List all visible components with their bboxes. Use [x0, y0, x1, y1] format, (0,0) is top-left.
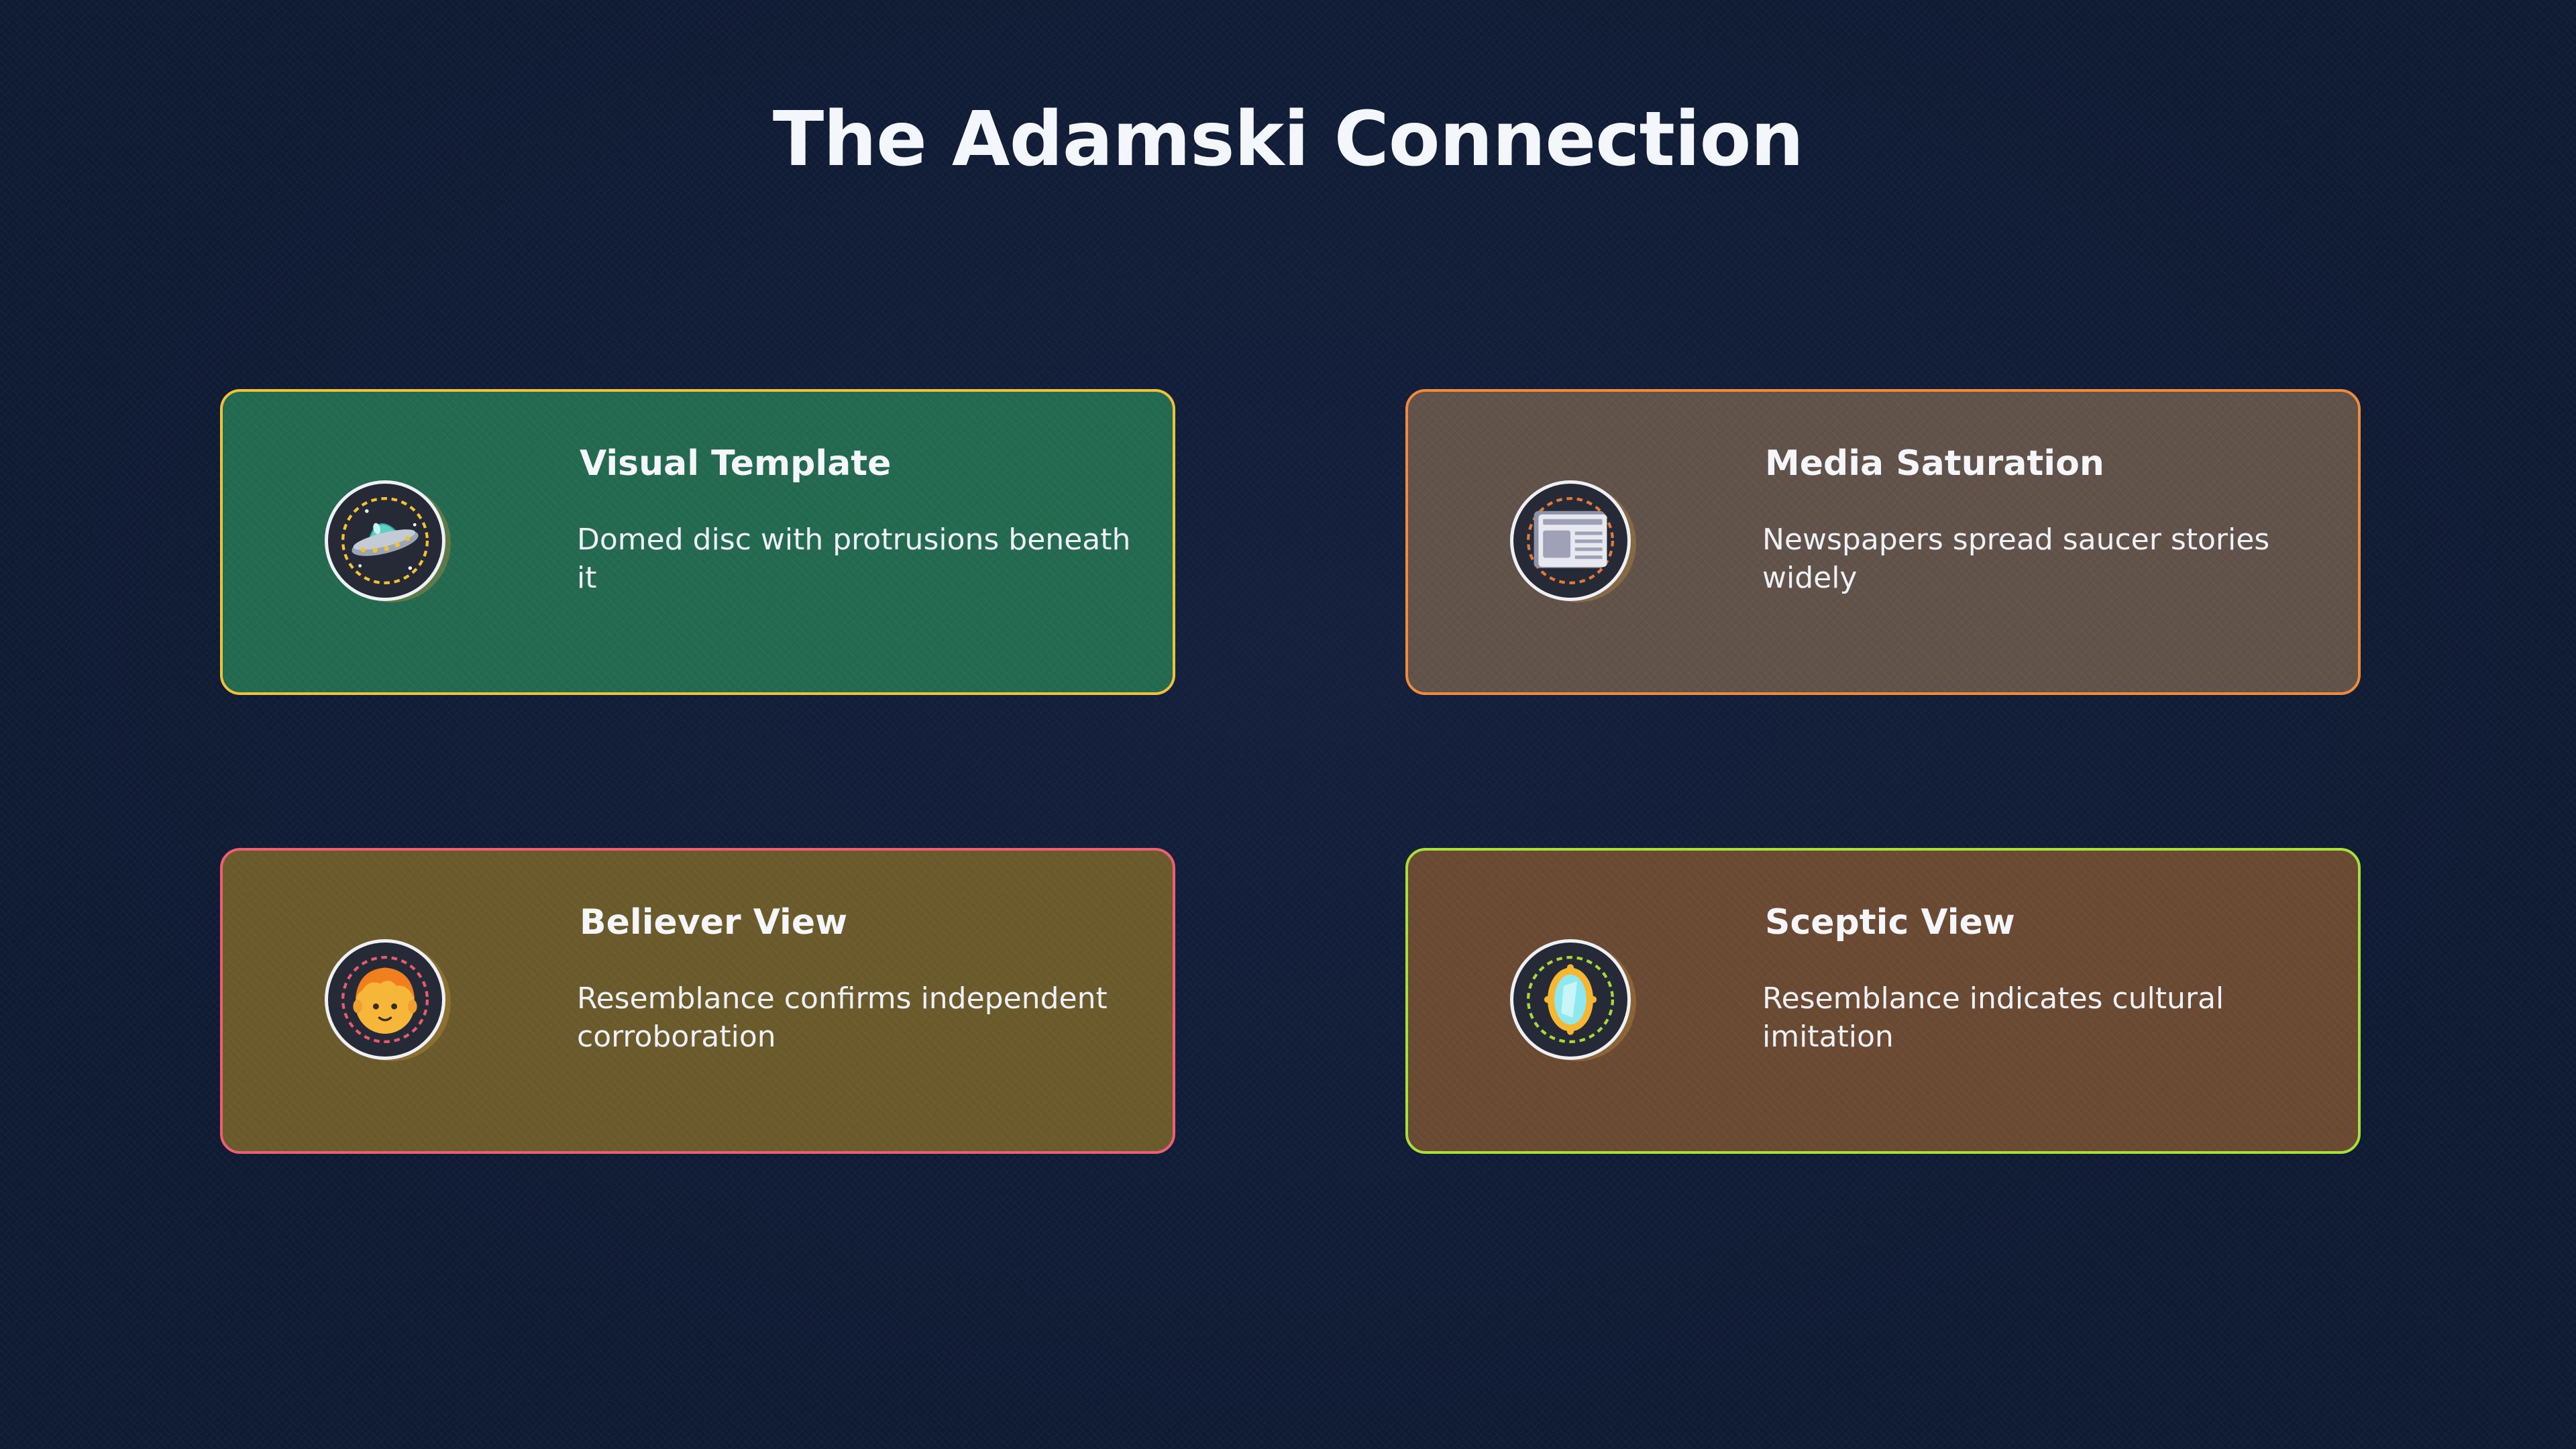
- card-visual-template: Visual Template Domed disc with protrusi…: [220, 389, 1175, 695]
- card-title: Media Saturation: [1765, 443, 2104, 484]
- card-title: Visual Template: [580, 443, 892, 484]
- card-description: Newspapers spread saucer stories widely: [1762, 523, 2270, 595]
- card-sceptic-view: Sceptic View Resemblance indicates cultu…: [1405, 848, 2361, 1154]
- ufo-icon: [325, 480, 445, 601]
- card-description: Resemblance indicates cultural imitation: [1762, 981, 2224, 1054]
- page-title: The Adamski Connection: [772, 96, 1804, 183]
- believer-face-icon: [325, 939, 445, 1060]
- card-believer-view: Believer View Resemblance confirms indep…: [220, 848, 1175, 1154]
- newspaper-icon: [1510, 480, 1631, 601]
- card-media-saturation: Media Saturation Newspapers spread sauce…: [1405, 389, 2361, 695]
- card-title: Believer View: [580, 902, 848, 943]
- mirror-icon: [1510, 939, 1631, 1060]
- card-description: Domed disc with protrusions beneath it: [577, 523, 1131, 595]
- card-title: Sceptic View: [1765, 902, 2015, 943]
- card-description: Resemblance confirms independent corrobo…: [577, 981, 1108, 1054]
